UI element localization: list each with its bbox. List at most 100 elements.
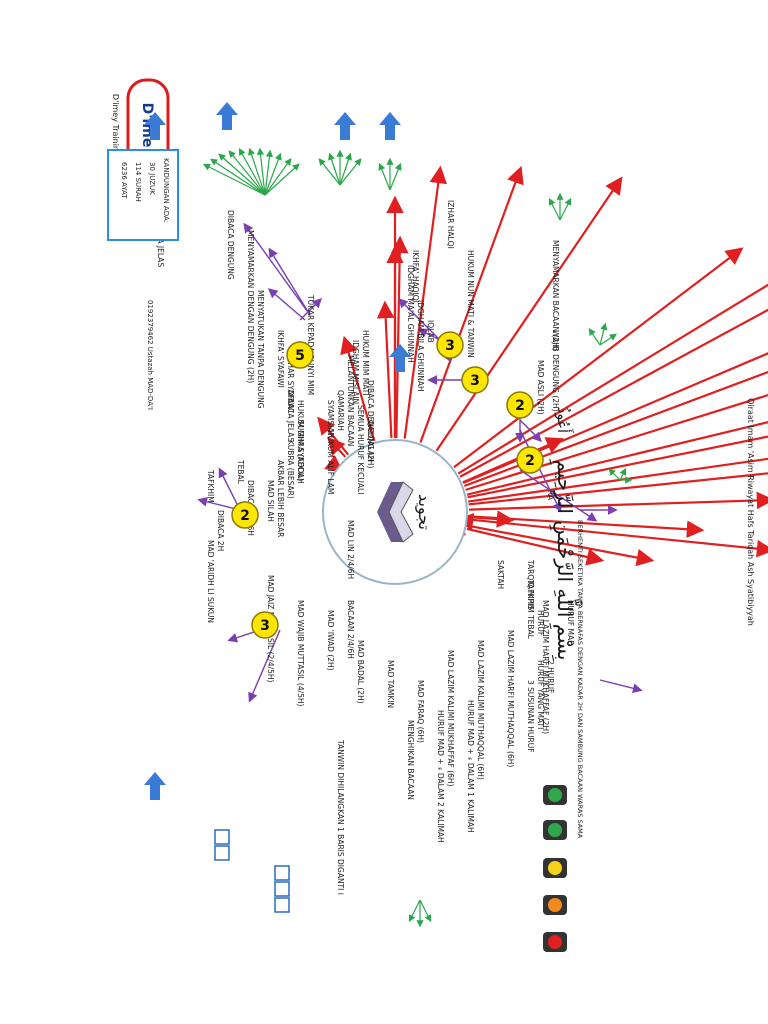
red-spoke-arrow xyxy=(317,416,350,456)
red-spoke-arrow xyxy=(457,283,768,475)
note-label: TARQIQ NIPIS xyxy=(526,559,535,610)
red-spoke-arrow xyxy=(435,176,623,452)
note-label: IQLAB xyxy=(426,320,435,343)
purple-sub-arrow xyxy=(248,629,281,703)
badge-number: 2 xyxy=(515,398,525,414)
green-sub-arrow xyxy=(339,158,362,186)
green-sub-arrow xyxy=(264,163,300,196)
green-sub-arrow xyxy=(588,328,601,346)
rule-count-badge: 3 xyxy=(461,366,489,394)
green-sub-arrow xyxy=(408,899,421,923)
branch-label: MAD ASLI (2H) xyxy=(536,360,545,415)
rule-count-badge: 3 xyxy=(251,611,279,639)
red-spoke-arrow xyxy=(403,165,448,439)
note-label: MENYAMARKAN BACAAN (2H) xyxy=(551,240,560,351)
red-spoke-arrow xyxy=(468,518,768,558)
rule-count-badge: 2 xyxy=(516,446,544,474)
purple-sub-arrow xyxy=(417,328,441,341)
note-label: 3 SUSUNAN HURUF xyxy=(526,680,535,753)
info-box: KANDUNGAN ADA: 30 JUZUK 114 SURAH 6236 A… xyxy=(107,149,179,241)
note-label: TEBAL xyxy=(236,459,245,485)
branch-label: HUKUM ALIF LAM xyxy=(326,430,335,494)
red-spoke-arrow xyxy=(376,300,395,439)
note-label: SYAMSIAH xyxy=(326,400,335,438)
note-label: AKBAR LEBIH BESAR xyxy=(276,460,285,537)
blue-arrows xyxy=(144,102,411,800)
rule-count-badge: 3 xyxy=(436,331,464,359)
red-spoke-arrow xyxy=(466,527,605,566)
green-sub-arrow xyxy=(248,147,266,196)
green-sub-arrow xyxy=(256,147,266,196)
green-sub-arrow xyxy=(559,197,572,221)
traffic-lights xyxy=(543,785,567,952)
purple-sub-arrow xyxy=(519,469,598,522)
note-label: HURUF YANG MATI xyxy=(536,660,545,729)
taawudh: أَعُوذُ xyxy=(554,407,574,433)
green-sub-arrow xyxy=(318,158,341,186)
map-title: Qiraat Imam 'Asim Riwayat Hafs Tariqah A… xyxy=(746,398,755,626)
note-label: DIBACA 2H xyxy=(216,510,225,551)
branch-label: HUKUM MIM SYADDAH xyxy=(296,400,305,484)
branch-label: HURUF xyxy=(536,610,545,636)
badge-number: 5 xyxy=(295,348,305,364)
purple-sub-arrow xyxy=(218,467,241,511)
note-label: HURUF MAD + ء DALAM 1 KALIMAH xyxy=(466,700,475,833)
center-node: تجويد xyxy=(322,439,468,585)
note-label: IDGHAM BILA GHUNNAH xyxy=(416,300,425,392)
green-sub-arrow xyxy=(238,147,266,196)
note-label: TAFKHIM TEBAL xyxy=(526,579,535,640)
branch-label: TAFKHIM xyxy=(206,469,215,503)
center-label: تجويد xyxy=(414,494,434,530)
green-sub-arrow xyxy=(339,152,352,186)
branch-label: MAD TAMKIN xyxy=(386,660,395,708)
branch-label: MAD BADAL (2H) xyxy=(356,640,365,704)
badge-number: 2 xyxy=(525,453,535,469)
branch-label: MAD LAZIM HARFI MUKHAFFAF (2H) xyxy=(541,600,550,734)
note-label: IKHFA' SYAFAWI xyxy=(276,330,285,388)
note-label: MELANTUNKAN BACAAN xyxy=(346,355,355,446)
purple-sub-arrow xyxy=(267,288,306,321)
note-label: IDGHAM MISLAIN xyxy=(351,340,360,404)
traffic-light xyxy=(543,932,567,952)
green-sub-arrow xyxy=(548,197,561,221)
branch-label: MAD SILAH xyxy=(266,480,275,522)
note-label: MENYATUKAN TANPA DENGUNG xyxy=(256,290,265,409)
red-spoke-arrow xyxy=(462,352,768,485)
branch-label: HUKUM MIM MATI xyxy=(361,330,370,396)
info-line: KANDUNGAN ADA: xyxy=(162,158,170,223)
branch-label: MAD LAZIM HARFI MUTHAQQAL (6H) xyxy=(506,630,515,767)
note-label: WAJIB DENGUNG (2H) xyxy=(551,330,560,412)
purple-sub-arrow xyxy=(519,429,562,513)
green-sub-arrow xyxy=(378,162,391,191)
brand-name: D'imey Training xyxy=(111,94,120,156)
red-spoke-arrow xyxy=(340,335,376,442)
purple-sub-arrow xyxy=(243,222,311,316)
rule-count-badge: 2 xyxy=(231,501,259,529)
basmalah: بِسْمِ اللَّهِ الرَّحْمَنِ الرَّحِيمِ xyxy=(549,459,583,661)
branch-label: SAKTAH xyxy=(496,560,505,589)
branch-label: MAD LAZIM KALIMI MUKHAFFAF (6H) xyxy=(446,650,455,787)
green-sub-arrow xyxy=(209,158,266,196)
branch-label: MAD LAZIM KALIMI MUTHAQQAL (6H) xyxy=(476,640,485,780)
note-label: DIBACA DENGUNG (2H) xyxy=(366,380,375,468)
traffic-light xyxy=(543,785,567,805)
badge-number: 3 xyxy=(470,373,480,389)
red-spoke-arrow xyxy=(327,436,347,458)
red-spoke-arrow xyxy=(467,524,655,567)
red-spoke-arrow xyxy=(468,457,768,503)
note-label: KUBRA (BESAR) xyxy=(286,440,295,499)
purple-sub-arrow xyxy=(299,298,322,321)
green-sub-arrow xyxy=(419,899,432,923)
note-label: IDGHAM MA'AL GHUNNAH xyxy=(406,265,415,363)
branch-label: RA xyxy=(546,490,555,501)
note-label: IKHFA' HAQIQI xyxy=(411,250,420,303)
traffic-light xyxy=(543,858,567,878)
badge-number: 2 xyxy=(240,508,250,524)
brand-phone: 0192379462 Ustazah MAD-DA'I xyxy=(146,300,154,410)
traffic-light xyxy=(543,895,567,915)
traffic-light xyxy=(543,820,567,840)
branch-label: MAD LIN 2/4/6H xyxy=(346,520,355,579)
rotated-labels: Qiraat Imam 'Asim Riwayat Hafs Tariqah A… xyxy=(107,78,755,895)
